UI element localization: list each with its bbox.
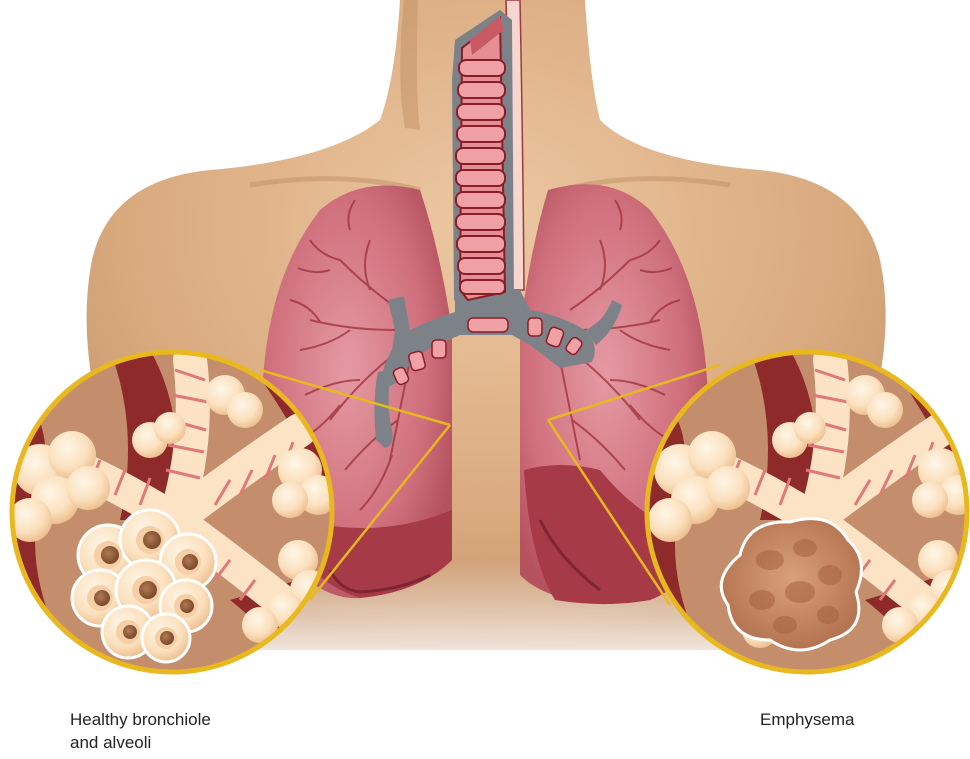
caption-healthy-line1: Healthy bronchiole (70, 708, 310, 731)
caption-healthy-line2: and alveoli (70, 731, 310, 754)
trachea (452, 10, 514, 310)
caption-emphysema-text: Emphysema (760, 708, 940, 731)
caption-emphysema: Emphysema (760, 708, 940, 731)
caption-healthy: Healthy bronchiole and alveoli (70, 708, 310, 754)
respiratory-system-illustration (0, 0, 970, 680)
